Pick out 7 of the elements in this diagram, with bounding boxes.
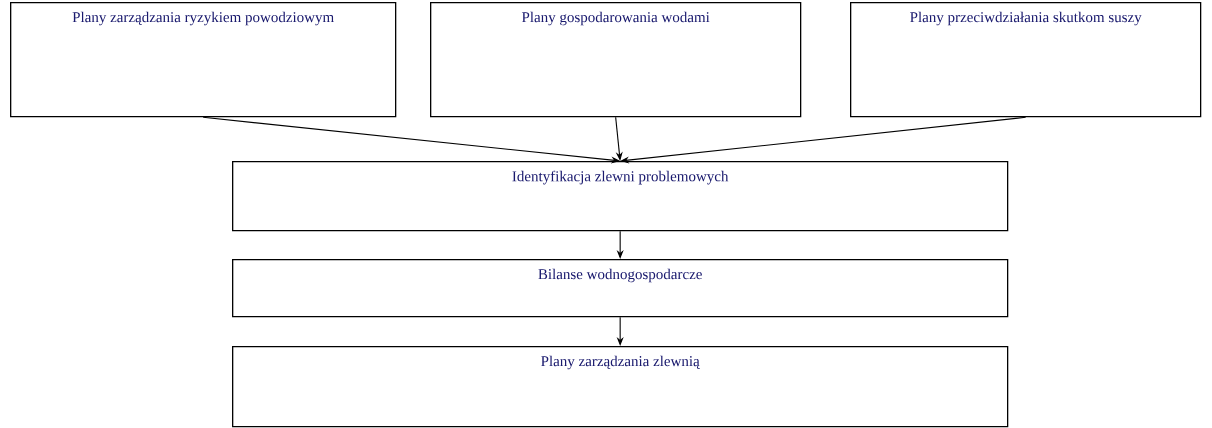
process-box: Bilanse wodnogospodarcze <box>232 259 1009 318</box>
arrow <box>615 116 623 161</box>
process-box: Identyfikacja zlewni problemowych <box>232 161 1009 232</box>
process-box: Plany gospodarowania wodami <box>430 2 802 118</box>
process-box: Plany zarządzania ryzykiem powodziowym <box>10 2 397 118</box>
process-box: Plany zarządzania zlewnią <box>232 346 1009 428</box>
process-box: Plany przeciwdziałania skutkom suszy <box>850 2 1202 118</box>
